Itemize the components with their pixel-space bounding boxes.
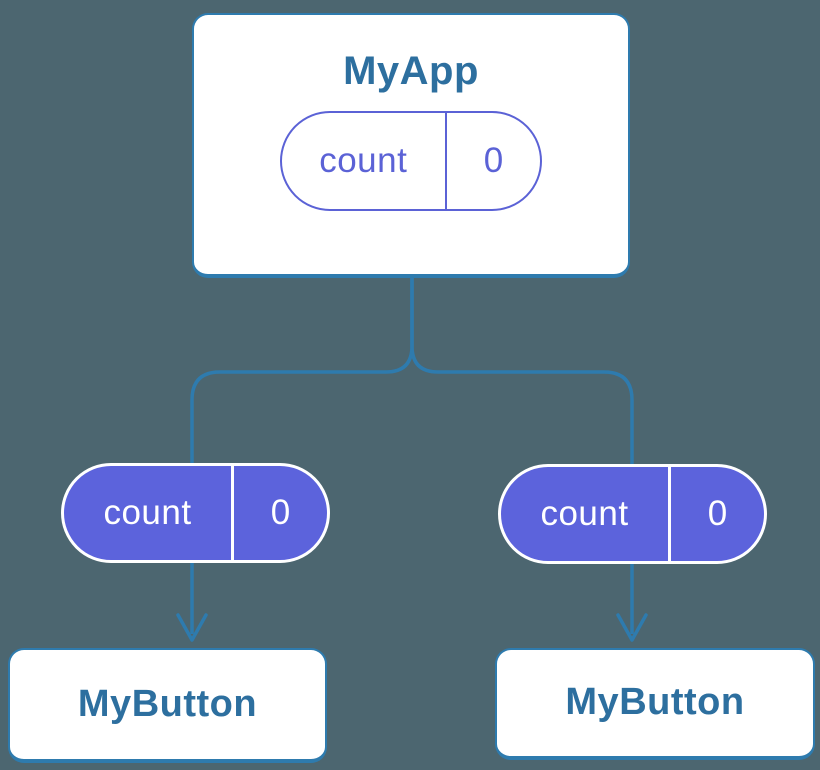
state-value-label: 0 [707,494,728,533]
state-value-label: 0 [483,141,504,180]
left-child-state-pill: count 0 [61,463,330,563]
child-component-title: MyButton [77,682,258,725]
pill-divider [668,467,671,561]
pill-divider [444,113,447,209]
child-component-title: MyButton [565,681,745,724]
connector-right-branch [410,270,634,634]
pill-divider [231,466,234,560]
state-name-label: count [319,141,408,180]
state-name-label: count [103,493,192,532]
right-child-state-pill: count 0 [498,464,767,564]
root-component-title: MyApp [343,49,479,93]
right-child-component-card: MyButton [495,648,815,760]
state-name-label: count [540,494,629,533]
arrow-down-right-icon [616,613,648,642]
arrow-down-left-icon [176,613,208,642]
root-component-card: MyApp count 0 [192,13,630,278]
root-state-pill: count 0 [280,111,542,211]
connector-left-branch [190,270,414,634]
state-value-label: 0 [270,493,291,532]
left-child-component-card: MyButton [8,648,327,763]
